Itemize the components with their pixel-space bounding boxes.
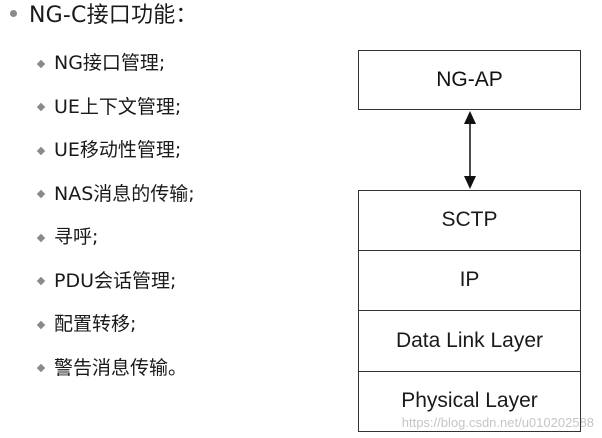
slide-title-text: NG-C接口功能： xyxy=(29,3,198,28)
list-item: NAS消息的传输; xyxy=(36,173,195,217)
list-item-text: NAS消息的传输; xyxy=(54,182,195,205)
stack-layer-sctp: SCTP xyxy=(358,190,581,251)
function-list: NG接口管理; UE上下文管理; UE移动性管理; NAS消息的传输; 寻呼; … xyxy=(36,42,195,391)
watermark-text: https://blog.csdn.net/u010202588 xyxy=(401,415,594,430)
list-item-text: UE移动性管理; xyxy=(54,139,182,161)
diamond-bullet-icon xyxy=(36,146,46,155)
diamond-bullet-icon xyxy=(36,277,46,286)
diamond-bullet-icon xyxy=(36,320,46,329)
diamond-bullet-icon xyxy=(36,190,46,199)
list-item: NG接口管理; xyxy=(36,42,195,86)
list-item-text: NG接口管理; xyxy=(54,52,166,74)
diamond-bullet-icon xyxy=(36,364,46,373)
list-item: UE移动性管理; xyxy=(36,129,195,173)
protocol-stack: SCTP IP Data Link Layer Physical Layer xyxy=(358,190,581,432)
list-item-text: 配置转移; xyxy=(54,313,137,335)
ngap-box: NG-AP xyxy=(358,50,581,110)
list-item-text: UE上下文管理; xyxy=(54,95,182,118)
list-item: PDU会话管理; xyxy=(36,260,195,304)
list-item: 警告消息传输。 xyxy=(36,347,195,391)
list-item: UE上下文管理; xyxy=(36,86,195,130)
stack-layer-ip: IP xyxy=(358,250,581,311)
bidirectional-arrow-icon xyxy=(464,111,476,189)
list-item-text: 警告消息传输。 xyxy=(54,356,188,379)
list-item-text: PDU会话管理; xyxy=(54,269,177,292)
title-bullet-icon xyxy=(10,9,17,17)
list-item-text: 寻呼; xyxy=(54,226,99,248)
diamond-bullet-icon xyxy=(36,59,46,68)
list-item: 寻呼; xyxy=(36,216,195,260)
stack-layer-physical: Physical Layer xyxy=(358,371,581,432)
stack-layer-data-link: Data Link Layer xyxy=(358,311,581,372)
diamond-bullet-icon xyxy=(36,103,46,112)
slide-title: NG-C接口功能： xyxy=(10,0,198,32)
list-item: 配置转移; xyxy=(36,303,195,347)
diamond-bullet-icon xyxy=(36,233,46,242)
